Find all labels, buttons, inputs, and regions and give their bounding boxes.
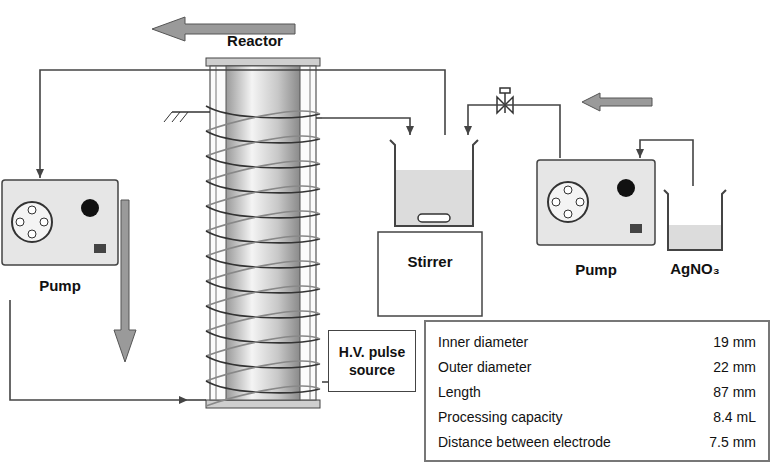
table-row: Inner diameter 19 mm [438,330,756,355]
coil-winding [206,261,320,281]
table-cell: Distance between electrode [438,430,611,455]
table-cell: Outer diameter [438,355,531,380]
table-cell: Inner diameter [438,330,528,355]
beaker [664,190,726,250]
stirrer: Stirrer [376,135,484,317]
table-row: Processing capacity 8.4 mL [438,405,756,430]
coil-winding [206,336,320,356]
table-cell: Processing capacity [438,405,563,430]
valve-symbol [497,88,513,113]
stirrer-symbol [378,140,482,316]
coil-winding [206,236,320,256]
node-label: Stirrer [376,253,484,270]
node-label: Pump [535,261,657,278]
coil-winding [206,186,320,206]
coil-winding [206,161,320,181]
pump: Pump [0,178,120,300]
pump: Pump [535,158,657,285]
coil-winding [206,111,320,131]
tube-line [322,118,410,135]
coil-winding [206,211,320,231]
node-label: Pump [0,277,120,294]
node-label: Reactor [188,32,322,49]
coil-winding [206,311,320,331]
dimension-value: 19 mm [713,330,756,355]
tube-line [40,70,445,178]
pump-symbol [2,180,118,265]
dimension-value: 8.4 mL [713,405,756,430]
table-row: Distance between electrode 7.5 mm [438,430,756,455]
coil-winding [206,136,320,156]
reactor: Reactor [188,30,322,412]
tube-line [10,300,188,400]
pump-symbol [537,160,655,245]
table-row: Outer diameter 22 mm [438,355,756,380]
dimension-value: 22 mm [713,355,756,380]
node-label: AgNO₃ [660,260,730,277]
tube-line [468,105,560,158]
flow-arrow [114,17,652,362]
coil-winding [206,386,320,406]
reactor-symbol [164,58,322,408]
dimension-value: 87 mm [713,380,756,405]
reagent-beaker: AgNO₃ [660,186,730,285]
table-row: Length 87 mm [438,380,756,405]
dimension-value: 7.5 mm [709,430,756,455]
tube-line [640,140,693,186]
node-label: H.V. pulse source [333,343,411,379]
power-source-box: H.V. pulse source [328,330,416,392]
spec-table: Inner diameter19 mmOuter diameter22 mmLe… [424,320,770,462]
coil-winding [206,361,320,381]
table-cell: Length [438,380,481,405]
coil-winding [206,286,320,306]
